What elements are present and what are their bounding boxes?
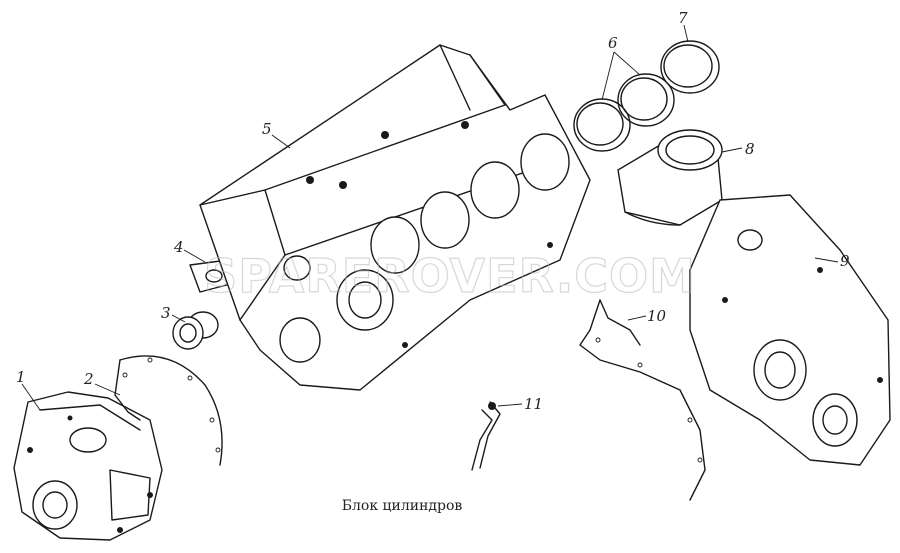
callout-6: 6 (608, 34, 618, 52)
leader-11 (497, 403, 523, 407)
leader-8 (721, 147, 743, 153)
watermark: SPAREROVER.COM (204, 249, 696, 303)
part-1-front-cover (13, 391, 163, 541)
callout-7: 7 (678, 9, 688, 27)
part-10-gasket (579, 299, 706, 501)
diagram-caption: Блок цилиндров (342, 498, 463, 514)
callout-11: 11 (524, 395, 543, 413)
part-7-ring (660, 40, 720, 94)
leader-10 (627, 315, 647, 321)
part-3-seal (172, 311, 219, 350)
leader-1 (21, 383, 41, 411)
part-2-gasket (114, 355, 223, 466)
leader-6a (601, 51, 615, 101)
callout-3: 3 (161, 304, 171, 322)
part-5-cylinder-block (199, 44, 591, 391)
callout-4: 4 (173, 238, 184, 256)
leader-7 (683, 24, 689, 43)
part-8-liner (617, 129, 723, 226)
leader-2 (94, 383, 121, 396)
leader-9 (814, 257, 839, 263)
leader-6b (613, 51, 641, 76)
callout-1: 1 (16, 368, 26, 386)
callout-5: 5 (262, 120, 272, 138)
callout-2: 2 (83, 370, 94, 388)
callout-8: 8 (745, 140, 755, 158)
callout-10: 10 (647, 307, 667, 325)
leader-5 (271, 134, 291, 149)
part-6-rings (573, 73, 675, 152)
part-9-flywheel-housing (689, 194, 891, 466)
part-11-pipe (471, 401, 501, 471)
leader-4 (183, 249, 206, 263)
leader-3 (171, 314, 186, 323)
callout-9: 9 (840, 252, 850, 270)
